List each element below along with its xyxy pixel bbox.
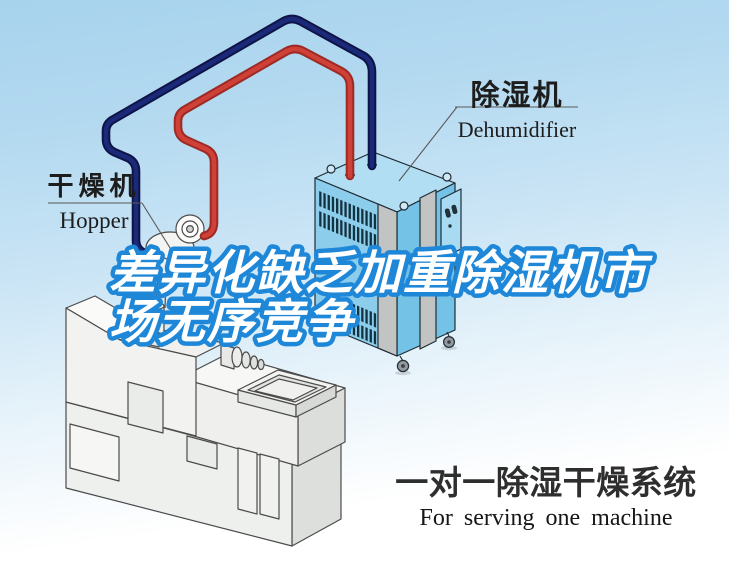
- extruder-machine-illustration: [65, 214, 346, 547]
- dehumidifier-label-en: Dehumidifier: [457, 117, 577, 142]
- machine-panel: [259, 453, 280, 520]
- tank-cavity: [254, 378, 318, 401]
- headline-text: 差异化缺乏加重除湿机市 场无序竞争: [105, 242, 656, 355]
- label-leader-lines: [48, 106, 578, 260]
- dehumidifier-leader-line: [398, 106, 458, 182]
- vent-grilles: [319, 191, 377, 345]
- caster-wheels: [319, 324, 457, 376]
- dehumidifier-label: 除湿机 Dehumidifier: [446, 72, 588, 143]
- control-panel: [440, 188, 462, 260]
- machine-panel: [127, 381, 164, 434]
- caption-en: For serving one machine: [419, 505, 673, 531]
- hopper-leader-line: [141, 202, 178, 260]
- dehumidifier-label-zh: 除湿机: [470, 78, 564, 112]
- supply-hose-red: [173, 44, 355, 241]
- headline-line-1: 差异化缺乏加重除湿机市: [109, 246, 653, 301]
- hopper-label-en: Hopper: [59, 208, 129, 233]
- caption-zh: 一对一除湿干燥系统: [395, 463, 697, 502]
- hopper-label-zh: 干燥机: [47, 172, 141, 202]
- machine-panel: [69, 423, 120, 482]
- feed-throat: [131, 302, 174, 348]
- hopper-label: 干燥机 Hopper: [42, 166, 146, 234]
- extruder-barrel: [220, 343, 265, 371]
- return-hose-navy: [101, 14, 377, 260]
- cabinet-corner-strip-left: [377, 203, 398, 357]
- machine-panel: [186, 435, 218, 470]
- headline-line-2: 场无序竞争: [109, 295, 356, 350]
- machine-panel: [237, 447, 258, 515]
- cabinet-corner-strip-right: [419, 189, 437, 350]
- lifting-eyebolts: [326, 164, 452, 211]
- caption-block: 一对一除湿干燥系统 For serving one machine: [384, 456, 708, 532]
